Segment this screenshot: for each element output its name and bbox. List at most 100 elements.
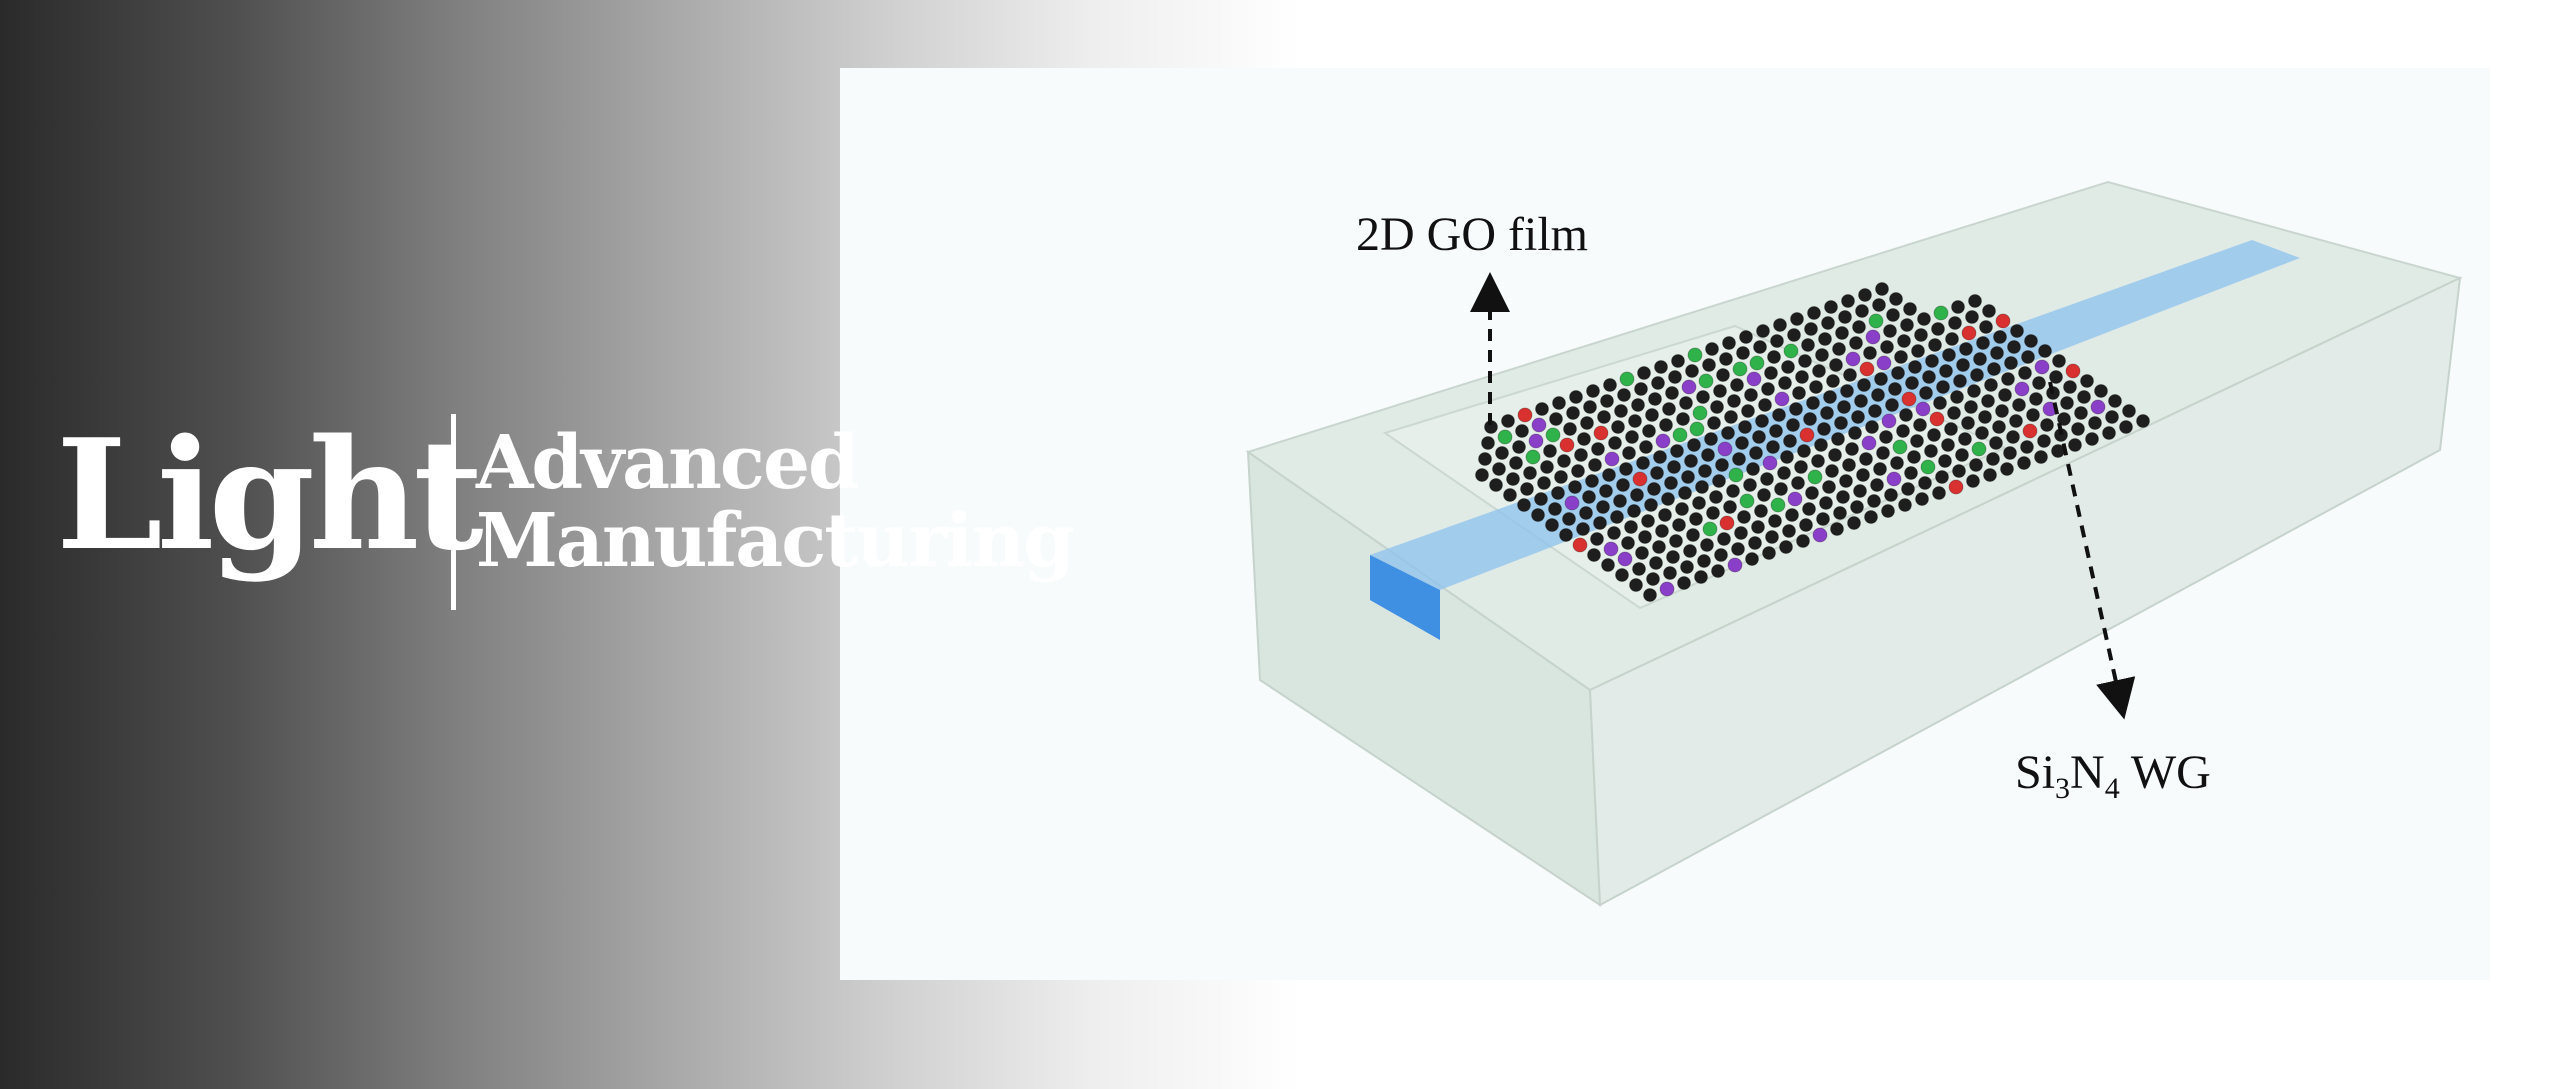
atom	[1952, 464, 1966, 478]
atom	[1585, 474, 1599, 488]
atom	[1842, 458, 1856, 472]
atom	[1908, 360, 1922, 374]
atom	[1583, 400, 1597, 414]
atom	[1615, 568, 1629, 582]
atom	[2034, 450, 2048, 464]
atom	[1732, 452, 1746, 466]
atom	[1661, 492, 1675, 506]
atom	[1941, 438, 1955, 452]
atom	[1695, 480, 1709, 494]
atom	[1566, 406, 1580, 420]
atom	[1705, 342, 1719, 356]
atom	[1948, 479, 1964, 495]
atom	[2090, 399, 2106, 415]
atom	[1604, 451, 1620, 467]
atom	[1987, 362, 2001, 376]
atom	[1864, 510, 1878, 524]
film-label: 2D GO film	[1356, 208, 1588, 261]
atom	[1876, 355, 1892, 371]
atom	[1523, 466, 1537, 480]
atom	[1828, 448, 1842, 462]
atom	[1814, 438, 1828, 452]
atom	[1601, 558, 1615, 572]
atom	[1890, 456, 1904, 470]
atom	[1671, 354, 1685, 368]
atom	[1832, 342, 1846, 356]
atom	[1880, 340, 1894, 354]
atom	[2119, 420, 2133, 434]
atom	[1768, 514, 1782, 528]
atom	[1984, 378, 1998, 392]
atom	[1840, 384, 1854, 398]
atom	[1958, 432, 1972, 446]
atom	[1778, 376, 1792, 390]
atom	[1892, 439, 1908, 455]
atom	[1552, 396, 1566, 410]
atom	[1534, 492, 1548, 506]
atom	[1509, 456, 1523, 470]
atom	[2032, 376, 2046, 390]
atom	[1634, 382, 1648, 396]
atom	[2108, 394, 2122, 408]
atom	[1787, 491, 1803, 507]
atom	[2102, 426, 2116, 440]
atom	[1914, 328, 1928, 342]
atom	[1683, 544, 1697, 558]
atom	[1557, 454, 1571, 468]
atom	[1889, 292, 1903, 306]
atom	[1959, 342, 1973, 356]
atom	[1669, 534, 1683, 548]
atom	[2105, 410, 2119, 424]
atom	[1799, 518, 1813, 532]
atom	[1915, 401, 1931, 417]
atom	[1622, 446, 1636, 460]
atom	[1520, 482, 1534, 496]
atom	[1773, 318, 1787, 332]
atom	[1845, 442, 1859, 456]
atom	[2034, 359, 2050, 375]
atom	[1852, 320, 1866, 334]
atom	[2077, 390, 2091, 404]
atom	[1528, 433, 1544, 449]
atom	[1571, 464, 1585, 478]
atom	[1812, 527, 1828, 543]
atom	[1663, 566, 1677, 580]
atom	[2049, 370, 2063, 384]
atom	[1807, 469, 1823, 485]
atom	[1755, 414, 1769, 428]
atom	[1668, 370, 1682, 384]
atom	[1951, 300, 1965, 314]
atom	[1648, 392, 1662, 406]
atom	[1681, 379, 1697, 395]
atom	[1883, 324, 1897, 338]
atom	[1856, 468, 1870, 482]
atom	[1745, 552, 1759, 566]
atom	[1664, 476, 1678, 490]
atom	[1998, 388, 2012, 402]
waveguide-label-si: Si	[2015, 746, 2055, 799]
atom	[1636, 456, 1650, 470]
atom	[1894, 350, 1908, 364]
atom	[1617, 551, 1633, 567]
atom	[1870, 478, 1884, 492]
atom	[1754, 504, 1768, 518]
atom	[1865, 420, 1879, 434]
atom	[1903, 302, 1917, 316]
journal-logo[interactable]: Light Advanced Manufacturing	[56, 410, 1106, 620]
atom	[1796, 534, 1810, 548]
atom	[1588, 458, 1602, 472]
waveguide-label-sub1: 3	[2055, 772, 2070, 805]
atom	[1713, 384, 1727, 398]
atom	[2026, 408, 2040, 422]
atom	[2060, 396, 2074, 410]
atom	[1785, 508, 1799, 522]
logo-wordmark: Light	[56, 405, 484, 584]
atom	[1694, 570, 1708, 584]
atom	[1564, 495, 1580, 511]
atom	[1724, 410, 1738, 424]
atom	[1990, 346, 2004, 360]
atom	[1966, 474, 1980, 488]
atom	[1774, 482, 1788, 496]
atom	[1515, 424, 1529, 438]
atom	[1899, 408, 1913, 422]
